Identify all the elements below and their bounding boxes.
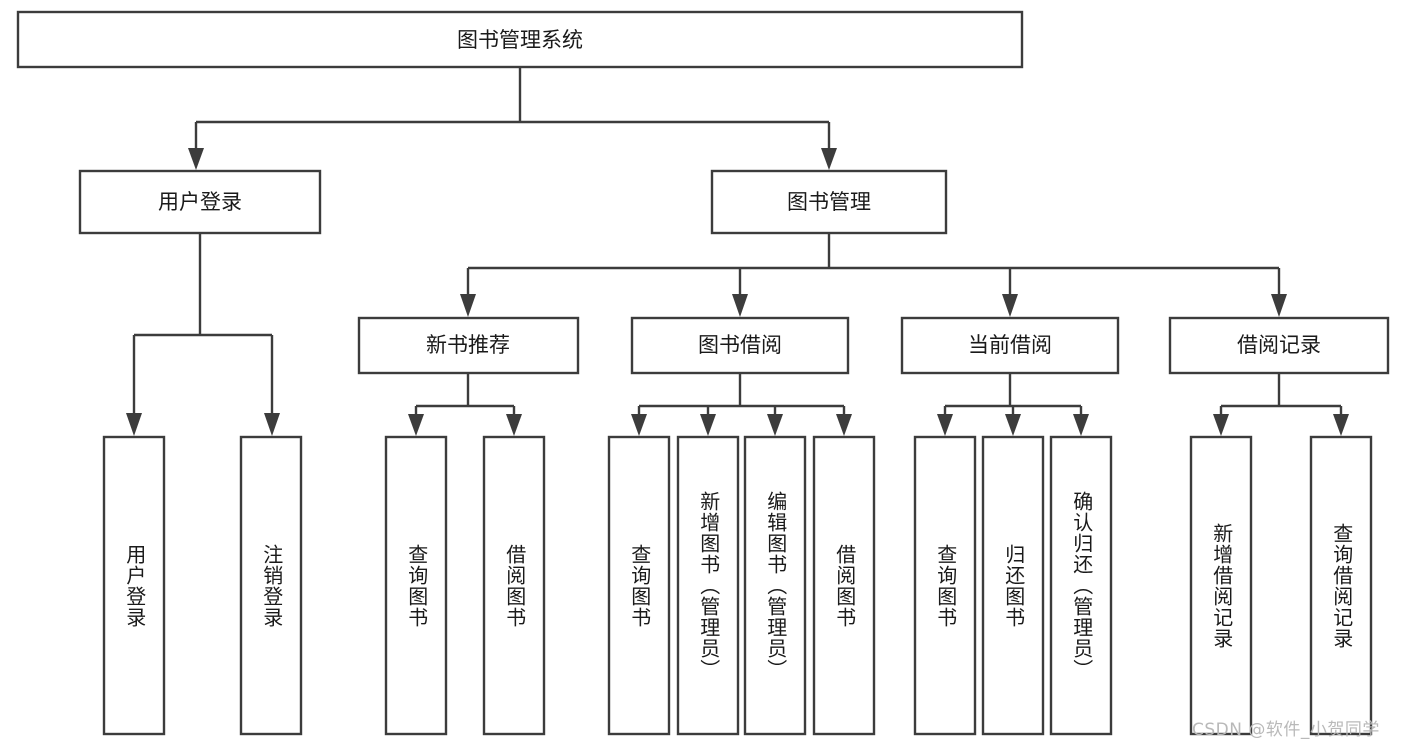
arrowhead-leaf-user-logout xyxy=(264,413,280,436)
leaf-box-borrow-edit-book[interactable] xyxy=(743,435,807,736)
node-root-label: 图书管理系统 xyxy=(457,28,583,52)
arrowhead-book-management xyxy=(821,148,837,170)
node-book-management-label: 图书管理 xyxy=(787,190,871,214)
node-borrow-record-label: 借阅记录 xyxy=(1237,333,1321,357)
leaf-box-borrow-add-book[interactable] xyxy=(676,435,740,736)
leaf-box-current-return-book[interactable] xyxy=(981,435,1045,736)
node-borrow-record-box[interactable] xyxy=(1168,316,1390,375)
arrowhead-new-book-recommend xyxy=(460,294,476,317)
arrowhead-leaf-borrow-borrow-book xyxy=(836,414,852,436)
node-new-book-recommend[interactable]: 新书推荐 xyxy=(357,316,580,375)
leaf-box-borrow-borrow-book[interactable] xyxy=(812,435,876,736)
node-new-book-recommend-label: 新书推荐 xyxy=(426,333,510,357)
node-book-borrow-box[interactable] xyxy=(630,316,850,375)
arrowhead-leaf-recommend-query-book xyxy=(408,414,424,436)
arrowhead-leaf-borrow-edit-book xyxy=(767,414,783,436)
node-current-borrow-box[interactable] xyxy=(900,316,1120,375)
leaf-box-user-login[interactable] xyxy=(102,435,166,736)
arrowhead-leaf-borrow-query-book xyxy=(631,414,647,436)
arrowhead-leaf-current-query-book xyxy=(937,414,953,436)
arrowhead-leaf-record-query xyxy=(1333,414,1349,436)
connector-group-new-book-recommend xyxy=(408,373,522,436)
arrowhead-leaf-user-login xyxy=(126,413,142,436)
connector-group-root xyxy=(188,67,837,170)
arrowhead-leaf-recommend-borrow-book xyxy=(506,414,522,436)
connector-group-user-login xyxy=(126,233,280,436)
arrowhead-book-borrow xyxy=(732,294,748,317)
connector-group-book-borrow xyxy=(631,373,852,436)
leaf-box-current-confirm-return[interactable] xyxy=(1049,435,1113,736)
node-user-login-label: 用户登录 xyxy=(158,190,242,214)
leaf-box-user-logout[interactable] xyxy=(239,435,303,736)
arrowhead-leaf-current-confirm-return xyxy=(1073,414,1089,436)
node-book-management-box[interactable] xyxy=(710,169,948,235)
leaf-box-recommend-borrow-book[interactable] xyxy=(482,435,546,736)
arrowhead-leaf-record-add xyxy=(1213,414,1229,436)
leaf-box-borrow-query-book[interactable] xyxy=(607,435,671,736)
arrowhead-current-borrow xyxy=(1002,294,1018,317)
leaf-box-current-query-book[interactable] xyxy=(913,435,977,736)
connector-group-book-management xyxy=(460,233,1287,317)
csdn-watermark: CSDN @软件_小贺同学 xyxy=(1192,720,1380,740)
node-user-login-box[interactable] xyxy=(78,169,322,235)
arrowhead-leaf-current-return-book xyxy=(1005,414,1021,436)
leaf-box-recommend-query-book[interactable] xyxy=(384,435,448,736)
leaf-box-record-add[interactable] xyxy=(1189,435,1253,736)
node-current-borrow-label: 当前借阅 xyxy=(968,333,1052,357)
node-user-login[interactable]: 用户登录 xyxy=(78,169,322,235)
node-root-box[interactable] xyxy=(16,10,1024,69)
connector-group-borrow-record xyxy=(1213,373,1349,436)
arrowhead-leaf-borrow-add-book xyxy=(700,414,716,436)
node-root[interactable]: 图书管理系统 xyxy=(16,10,1024,69)
node-new-book-recommend-box[interactable] xyxy=(357,316,580,375)
arrowhead-borrow-record xyxy=(1271,294,1287,317)
leaf-box-record-query[interactable] xyxy=(1309,435,1373,736)
node-book-management[interactable]: 图书管理 xyxy=(710,169,948,235)
connector-group-current-borrow xyxy=(937,373,1089,436)
leaf-boxes xyxy=(102,435,1373,736)
arrowhead-user-login xyxy=(188,148,204,170)
node-current-borrow[interactable]: 当前借阅 xyxy=(900,316,1120,375)
node-book-borrow[interactable]: 图书借阅 xyxy=(630,316,850,375)
node-book-borrow-label: 图书借阅 xyxy=(698,333,782,357)
node-borrow-record[interactable]: 借阅记录 xyxy=(1168,316,1390,375)
